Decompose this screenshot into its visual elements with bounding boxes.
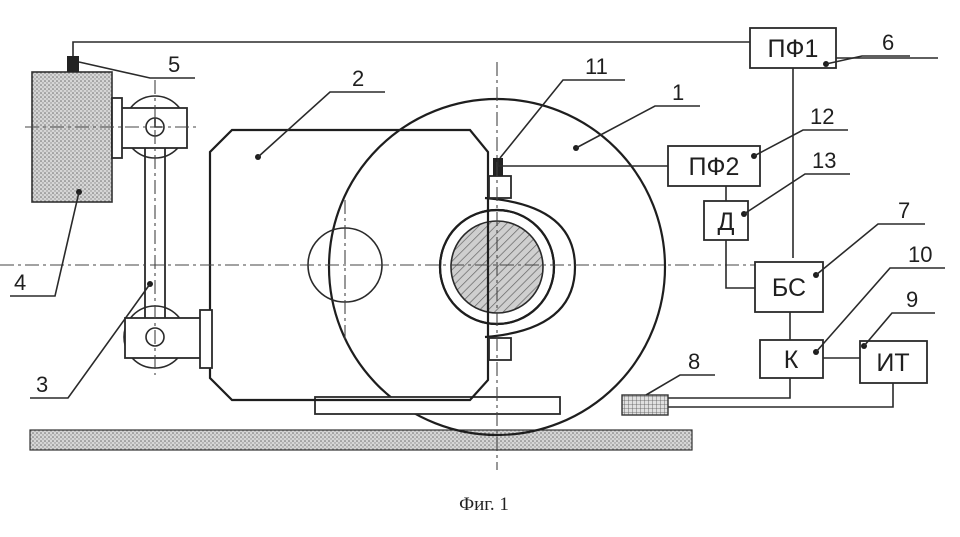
upper-sensor-mount [488, 175, 512, 199]
svg-text:3: 3 [36, 372, 48, 397]
svg-text:6: 6 [882, 30, 894, 55]
svg-text:4: 4 [14, 270, 26, 295]
block-pf1: ПФ1 [749, 27, 837, 69]
callout-13: 13 [741, 148, 850, 217]
motor [31, 71, 113, 203]
upper-bracket-flange [111, 97, 123, 159]
sensor-8 [621, 394, 669, 416]
svg-text:Д: Д [718, 208, 735, 236]
svg-text:К: К [784, 346, 799, 374]
callout-11: 11 [499, 54, 625, 159]
lower-bracket [124, 317, 206, 359]
block-bs: БС [754, 261, 824, 313]
svg-text:ПФ2: ПФ2 [689, 153, 740, 181]
wire-it-sensor8 [668, 383, 894, 408]
callout-4: 4 [10, 189, 82, 297]
svg-text:13: 13 [812, 148, 836, 173]
callout-6: 6 [823, 30, 910, 67]
gearbox-housing [208, 128, 490, 402]
block-pf2: ПФ2 [667, 145, 761, 187]
wire-sensor5 [72, 41, 750, 56]
svg-text:11: 11 [585, 54, 608, 79]
svg-text:БС: БС [772, 274, 806, 302]
callout-7: 7 [813, 198, 925, 278]
svg-text:ПФ1: ПФ1 [768, 35, 819, 63]
svg-text:5: 5 [168, 52, 180, 77]
lower-bracket-flange [199, 309, 213, 369]
block-it: ИТ [859, 340, 928, 384]
callout-3: 3 [30, 281, 153, 399]
callout-8: 8 [645, 349, 715, 396]
base-plate [314, 396, 561, 415]
sensor-11 [493, 158, 503, 176]
callout-5: 5 [78, 52, 195, 79]
figure-caption: Фиг. 1 [459, 494, 509, 515]
svg-text:12: 12 [810, 104, 834, 129]
sensor-5 [67, 56, 79, 72]
svg-text:10: 10 [908, 242, 932, 267]
svg-text:7: 7 [898, 198, 910, 223]
callout-1: 1 [573, 80, 700, 151]
wire-sensor11 [497, 158, 668, 167]
rail [29, 429, 693, 451]
block-k: К [759, 339, 824, 379]
svg-text:1: 1 [672, 80, 684, 105]
axle-housing [484, 196, 577, 339]
upper-bracket [111, 107, 188, 149]
lower-sensor-mount [488, 337, 512, 361]
svg-text:2: 2 [352, 66, 364, 91]
svg-text:9: 9 [906, 287, 918, 312]
callout-12: 12 [751, 104, 848, 159]
callout-9: 9 [861, 287, 935, 349]
block-d: Д [703, 200, 749, 241]
lower-pin [145, 327, 165, 347]
svg-text:ИТ: ИТ [876, 349, 909, 377]
wire-d-bs [725, 240, 755, 289]
wire-k-sensor8 [668, 378, 791, 399]
callout-2: 2 [255, 66, 385, 160]
callout-10: 10 [813, 242, 945, 355]
svg-text:8: 8 [688, 349, 700, 374]
